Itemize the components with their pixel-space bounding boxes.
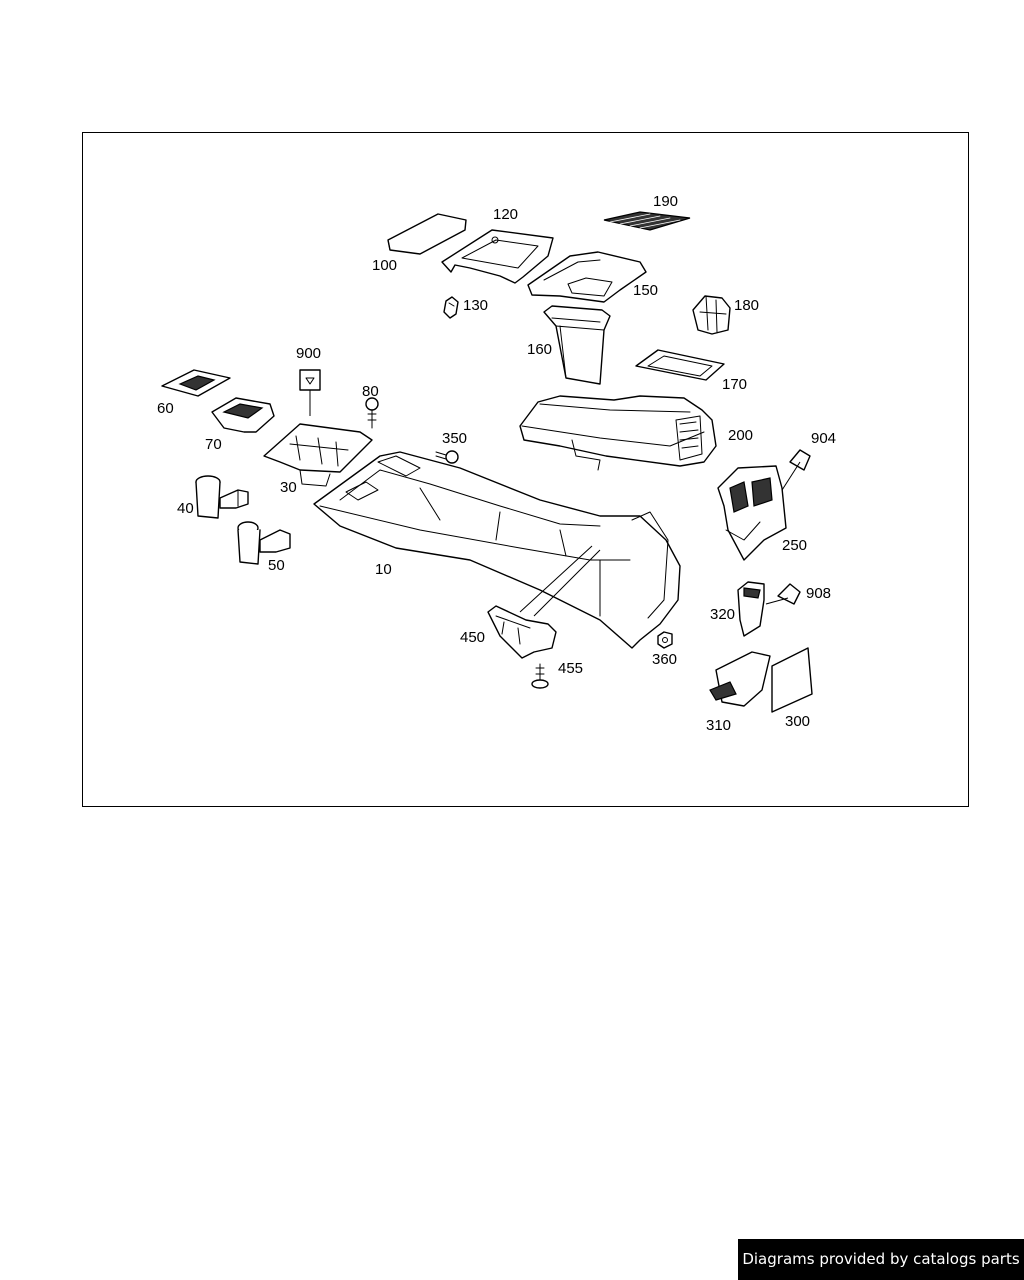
part-350-bolt[interactable] [435,450,459,464]
callout-50[interactable]: 50 [268,557,285,574]
part-908-label[interactable] [765,583,801,605]
callout-170[interactable]: 170 [722,376,747,393]
part-150-top-trim[interactable] [527,251,647,303]
callout-labels: 100 120 190 150 130 180 160 170 900 60 80 350 200 904… [157,193,836,734]
callout-310[interactable]: 310 [706,717,731,734]
callout-180[interactable]: 180 [734,297,759,314]
callout-60[interactable]: 60 [157,400,174,417]
part-200-armrest[interactable] [519,395,717,471]
callout-40[interactable]: 40 [177,500,194,517]
callout-450[interactable]: 450 [460,629,485,646]
callout-200[interactable]: 200 [728,427,753,444]
part-310-panel[interactable] [709,651,771,707]
part-180-bracket[interactable] [692,295,731,335]
part-250-rear-vent[interactable] [717,465,787,561]
callout-100[interactable]: 100 [372,257,397,274]
part-320-socket[interactable] [737,581,765,637]
part-300-cover[interactable] [771,647,813,713]
callout-130[interactable]: 130 [463,297,488,314]
part-80-screw[interactable] [365,397,379,429]
callout-250[interactable]: 250 [782,537,807,554]
part-160-cup-insert[interactable] [543,305,611,385]
part-50-socket[interactable] [237,521,291,565]
callout-190[interactable]: 190 [653,193,678,210]
part-70-storage-box[interactable] [211,397,275,433]
callout-350[interactable]: 350 [442,430,467,447]
part-190-grille[interactable] [603,211,691,231]
callout-900[interactable]: 900 [296,345,321,362]
credit-banner: Diagrams provided by catalogs parts [738,1239,1024,1280]
part-60-tray[interactable] [161,369,231,397]
callout-908[interactable]: 908 [806,585,831,602]
part-30-bracket[interactable] [263,423,373,487]
callout-300[interactable]: 300 [785,713,810,730]
callout-320[interactable]: 320 [710,606,735,623]
part-360-nut[interactable] [657,631,673,649]
callout-360[interactable]: 360 [652,651,677,668]
part-455-screw[interactable] [531,663,549,689]
callout-455[interactable]: 455 [558,660,583,677]
callout-120[interactable]: 120 [493,206,518,223]
callout-904[interactable]: 904 [811,430,836,447]
callout-70[interactable]: 70 [205,436,222,453]
part-10-console-body[interactable] [313,451,681,649]
callout-150[interactable]: 150 [633,282,658,299]
part-100-lid-cover[interactable] [387,213,467,255]
part-130-clip[interactable] [443,296,459,319]
callout-160[interactable]: 160 [527,341,552,358]
part-170-mat[interactable] [635,349,725,381]
callout-10[interactable]: 10 [375,561,392,578]
part-450-bracket[interactable] [487,605,557,659]
part-900-label[interactable] [299,369,321,416]
diagram-frame [82,132,969,807]
part-40-socket[interactable] [195,475,249,519]
callout-30[interactable]: 30 [280,479,297,496]
callout-80[interactable]: 80 [362,383,379,400]
part-120-trim-frame[interactable] [441,229,554,284]
